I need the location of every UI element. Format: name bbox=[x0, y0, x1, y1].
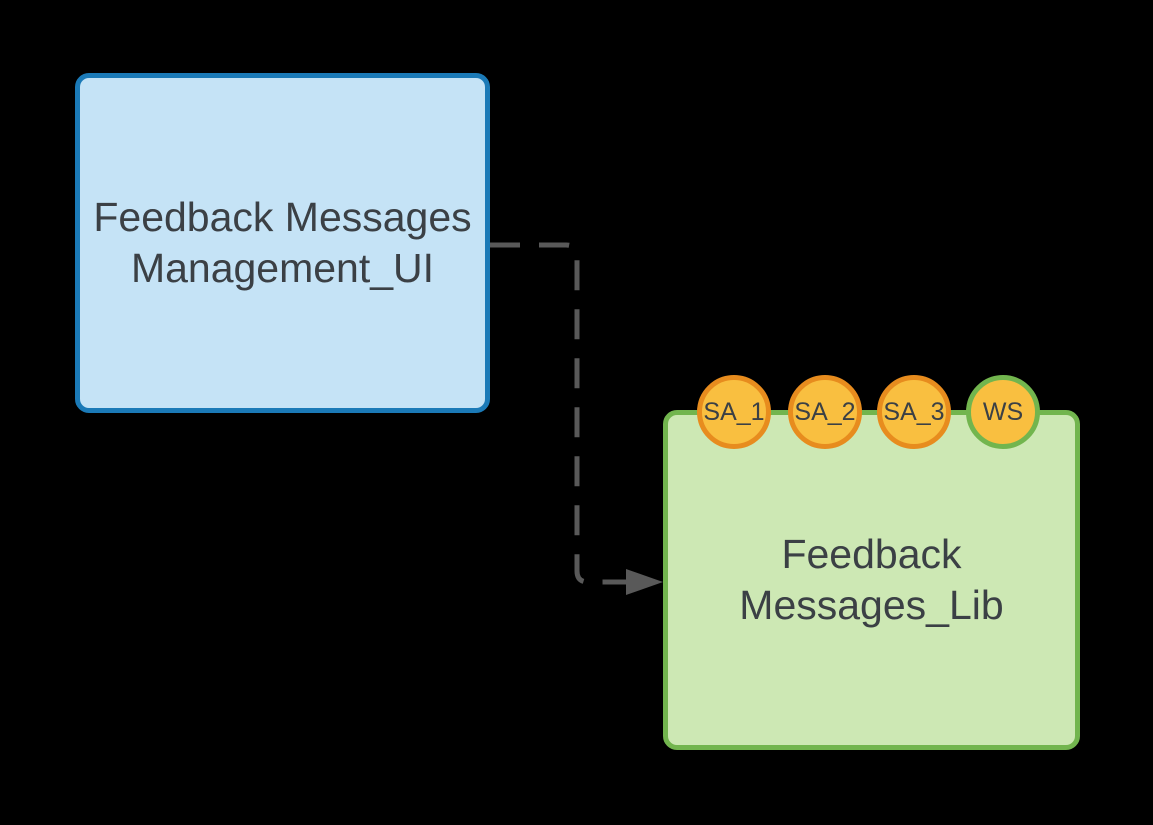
node-feedback-messages-lib: Feedback Messages_Lib bbox=[663, 410, 1080, 750]
badge-ws-label: WS bbox=[982, 397, 1024, 426]
badge-sa1: SA_1 bbox=[697, 375, 771, 449]
node-lib-label: Feedback Messages_Lib bbox=[739, 529, 1003, 631]
badge-ws: WS bbox=[966, 375, 1040, 449]
node-feedback-messages-management-ui: Feedback Messages Management_UI bbox=[75, 73, 490, 413]
node-ui-label-line1: Feedback Messages bbox=[93, 194, 472, 240]
node-lib-label-line1: Feedback bbox=[781, 531, 962, 577]
node-ui-label: Feedback Messages Management_UI bbox=[93, 192, 471, 294]
badge-sa3-label: SA_3 bbox=[883, 397, 945, 426]
node-ui-label-line2: Management_UI bbox=[130, 245, 435, 291]
node-lib-label-line2: Messages_Lib bbox=[739, 582, 1004, 628]
arrowhead-icon bbox=[626, 569, 663, 595]
badge-sa3: SA_3 bbox=[877, 375, 951, 449]
badge-sa2-label: SA_2 bbox=[794, 397, 856, 426]
dependency-arrow-line bbox=[490, 242, 627, 585]
badge-sa1-label: SA_1 bbox=[703, 397, 765, 426]
badge-sa2: SA_2 bbox=[788, 375, 862, 449]
